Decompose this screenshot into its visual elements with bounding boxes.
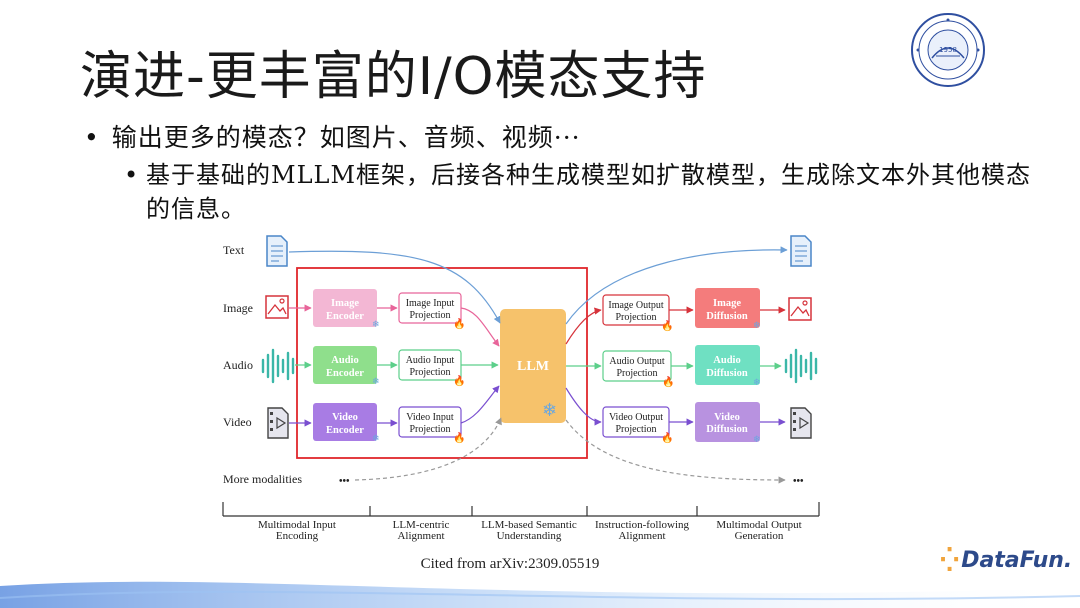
image-input-proj-line2: Projection	[409, 310, 450, 321]
audio-input-projection: Audio Input Projection 🔥	[398, 349, 465, 387]
image-output-proj-line2: Projection	[615, 312, 656, 323]
video-encoder-block: Video Encoder ❄	[313, 403, 380, 443]
stage-axis	[222, 502, 820, 517]
bullet-level1-text: 输出更多的模态？如图片、音频、视频···	[111, 123, 581, 152]
audio-input-proj-line1: Audio Input	[406, 355, 455, 366]
image-output-proj-line1: Image Output	[608, 300, 663, 311]
mllm-diagram: Text Image Audio Video More modalities •…	[222, 235, 820, 542]
datafun-logo-text: DataFun.	[961, 548, 1073, 573]
university-seal-logo: 1958	[911, 13, 985, 87]
video-encoder-line2: Encoder	[326, 425, 364, 436]
fire-icon: 🔥	[662, 375, 674, 388]
image-encoder-line1: Image	[331, 298, 359, 309]
fire-icon: 🔥	[453, 431, 465, 444]
snowflake-icon: ❄	[753, 377, 761, 387]
bullet-dot: •	[124, 161, 140, 189]
row-label-video: Video	[223, 415, 252, 429]
llm-block: LLM ❄	[500, 309, 566, 423]
video-diffusion-line2: Diffusion	[706, 424, 748, 435]
snowflake-icon: ❄	[372, 433, 380, 443]
image-encoder-line2: Encoder	[326, 311, 364, 322]
image-diffusion-line1: Image	[713, 298, 741, 309]
fire-icon: 🔥	[453, 317, 465, 330]
input-section-frame	[296, 267, 588, 459]
fire-icon: 🔥	[661, 431, 673, 444]
logo-year: 1958	[939, 46, 957, 54]
datafun-mark-icon: ⁛	[940, 548, 960, 573]
audio-encoder-block: Audio Encoder ❄	[313, 346, 380, 386]
bullet-dot: •	[84, 123, 100, 152]
datafun-logo: ⁛DataFun.	[940, 548, 1072, 573]
bullet-level1: • 输出更多的模态？如图片、音频、视频···	[84, 118, 581, 154]
stage-3-line1: LLM-based Semantic	[481, 519, 577, 531]
audio-encoder-line2: Encoder	[326, 368, 364, 379]
stage-2-line2: Alignment	[397, 530, 444, 542]
snowflake-icon: ❄	[753, 320, 761, 330]
video-file-output-icon	[790, 407, 812, 439]
image-diffusion-line2: Diffusion	[706, 311, 748, 322]
row-label-audio: Audio	[223, 358, 253, 372]
audio-waveform-icon	[261, 348, 295, 384]
audio-diffusion-line1: Audio	[713, 355, 740, 366]
citation: Cited from arXiv:2309.05519	[420, 556, 600, 572]
stage-4-line1: Instruction-following	[595, 519, 690, 531]
audio-encoder-line1: Audio	[331, 355, 358, 366]
audio-output-proj-line2: Projection	[616, 368, 657, 379]
image-encoder-block: Image Encoder ❄	[313, 289, 380, 329]
more-output-ellipsis: •••	[793, 476, 804, 487]
video-output-projection: Video Output Projection 🔥	[602, 406, 673, 444]
bullet-level2-text: 基于基础的MLLM框架，后接各种生成模型如扩散模型，生成除文本外其他模态的信息。	[146, 161, 1032, 223]
video-output-proj-line2: Projection	[615, 424, 656, 435]
snowflake-icon: ❄	[372, 376, 380, 386]
audio-output-projection: Audio Output Projection 🔥	[602, 350, 674, 388]
video-diffusion-block: Video Diffusion ❄	[695, 402, 761, 444]
audio-output-proj-line1: Audio Output	[609, 356, 665, 367]
stage-2-line1: LLM-centric	[393, 519, 450, 531]
audio-input-proj-line2: Projection	[409, 367, 450, 378]
image-output-projection: Image Output Projection 🔥	[602, 294, 673, 332]
image-diffusion-block: Image Diffusion ❄	[695, 288, 761, 330]
audio-diffusion-line2: Diffusion	[706, 368, 748, 379]
stage-4-line2: Alignment	[618, 530, 665, 542]
stage-1-line2: Encoding	[276, 530, 319, 542]
video-input-projection: Video Input Projection 🔥	[398, 406, 465, 444]
bullet-level2: • 基于基础的MLLM框架，后接各种生成模型如扩散模型，生成除文本外其他模态的信…	[124, 158, 1044, 226]
video-input-proj-line1: Video Input	[406, 412, 454, 423]
snowflake-icon: ❄	[542, 400, 557, 420]
video-file-icon	[267, 407, 289, 439]
video-encoder-line1: Video	[332, 412, 358, 423]
stage-1-line1: Multimodal Input	[258, 519, 336, 531]
row-label-more: More modalities	[223, 472, 302, 486]
slide-title: 演进-更丰富的I/O模态支持	[80, 47, 707, 107]
video-diffusion-line1: Video	[714, 412, 740, 423]
image-picture-icon	[265, 295, 289, 319]
fire-icon: 🔥	[661, 319, 673, 332]
text-document-icon	[266, 235, 288, 267]
stage-3-line2: Understanding	[497, 530, 562, 542]
snowflake-icon: ❄	[753, 434, 761, 444]
audio-waveform-output-icon	[784, 348, 818, 384]
snowflake-icon: ❄	[372, 319, 380, 329]
video-input-proj-line2: Projection	[409, 424, 450, 435]
row-label-image: Image	[223, 301, 253, 315]
decorative-wave	[0, 581, 1080, 608]
text-document-output-icon	[790, 235, 812, 267]
image-picture-output-icon	[788, 297, 812, 321]
audio-diffusion-block: Audio Diffusion ❄	[695, 345, 761, 387]
row-label-text: Text	[223, 243, 245, 257]
stage-5-line2: Generation	[735, 530, 784, 542]
more-input-ellipsis: •••	[339, 476, 350, 487]
llm-label: LLM	[517, 359, 549, 374]
image-input-projection: Image Input Projection 🔥	[398, 292, 465, 330]
fire-icon: 🔥	[453, 374, 465, 387]
stage-5-line1: Multimodal Output	[716, 519, 801, 531]
video-output-proj-line1: Video Output	[609, 412, 663, 423]
image-input-proj-line1: Image Input	[406, 298, 455, 309]
